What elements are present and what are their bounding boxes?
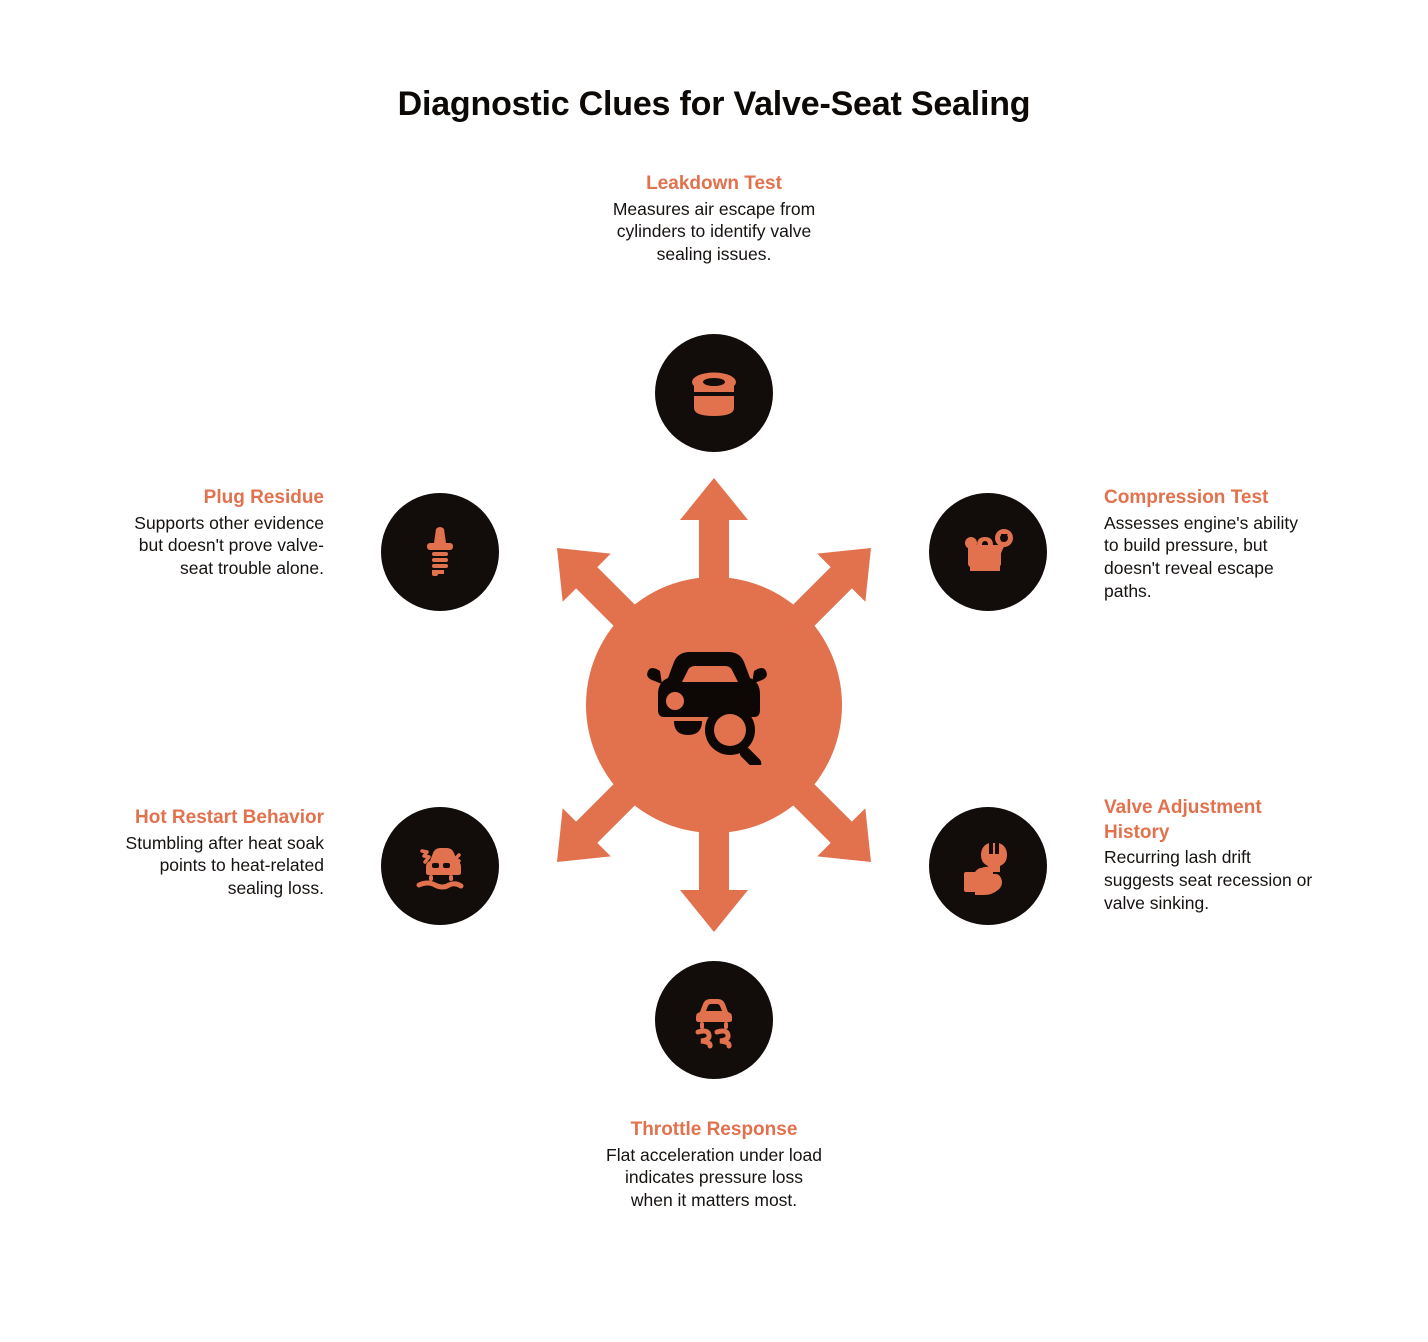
label-heading: Compression Test xyxy=(1104,487,1269,508)
label-body: Measures air escape from cylinders to id… xyxy=(612,198,816,265)
label-plug-residue: Plug Residue Supports other evidence but… xyxy=(114,486,324,580)
node-valve-adjustment-history[interactable] xyxy=(929,807,1047,925)
node-compression-test[interactable] xyxy=(929,493,1047,611)
car-inspection-icon xyxy=(647,652,767,765)
node-throttle-response[interactable] xyxy=(655,961,773,1079)
label-valve-adjustment-history: Valve Adjustment History Recurring lash … xyxy=(1104,796,1314,915)
label-leakdown-test: Leakdown Test Measures air escape from c… xyxy=(604,172,824,266)
hand-wrench-icon xyxy=(964,843,1007,895)
label-heading: Hot Restart Behavior xyxy=(135,807,324,828)
car-shaking-icon xyxy=(416,848,464,890)
page-title: Diagnostic Clues for Valve-Seat Sealing xyxy=(397,85,1031,123)
label-hot-restart-behavior: Hot Restart Behavior Stumbling after hea… xyxy=(114,806,324,900)
spark-plug-icon xyxy=(427,527,453,576)
car-traction-icon xyxy=(695,999,732,1049)
magnifier-icon xyxy=(705,705,762,765)
label-throttle-response: Throttle Response Flat acceleration unde… xyxy=(604,1118,824,1212)
label-body: Flat acceleration under load indicates p… xyxy=(606,1144,822,1211)
label-heading: Leakdown Test xyxy=(646,173,782,194)
label-body: Assesses engine's ability to build press… xyxy=(1104,512,1298,601)
label-heading: Throttle Response xyxy=(630,1119,798,1140)
label-body: Stumbling after heat soak points to heat… xyxy=(125,832,324,899)
node-leakdown-test[interactable] xyxy=(655,334,773,452)
pressure-gauge-icon xyxy=(965,529,1013,571)
label-compression-test: Compression Test Assesses engine's abili… xyxy=(1104,486,1314,603)
node-plug-residue[interactable] xyxy=(381,493,499,611)
label-body: Recurring lash drift suggests seat reces… xyxy=(1104,847,1313,913)
node-hot-restart-behavior[interactable] xyxy=(381,807,499,925)
label-heading: Valve Adjustment History xyxy=(1104,797,1262,843)
label-body: Supports other evidence but doesn't prov… xyxy=(134,512,324,579)
label-heading: Plug Residue xyxy=(203,487,324,508)
cylinder-icon xyxy=(692,372,736,416)
